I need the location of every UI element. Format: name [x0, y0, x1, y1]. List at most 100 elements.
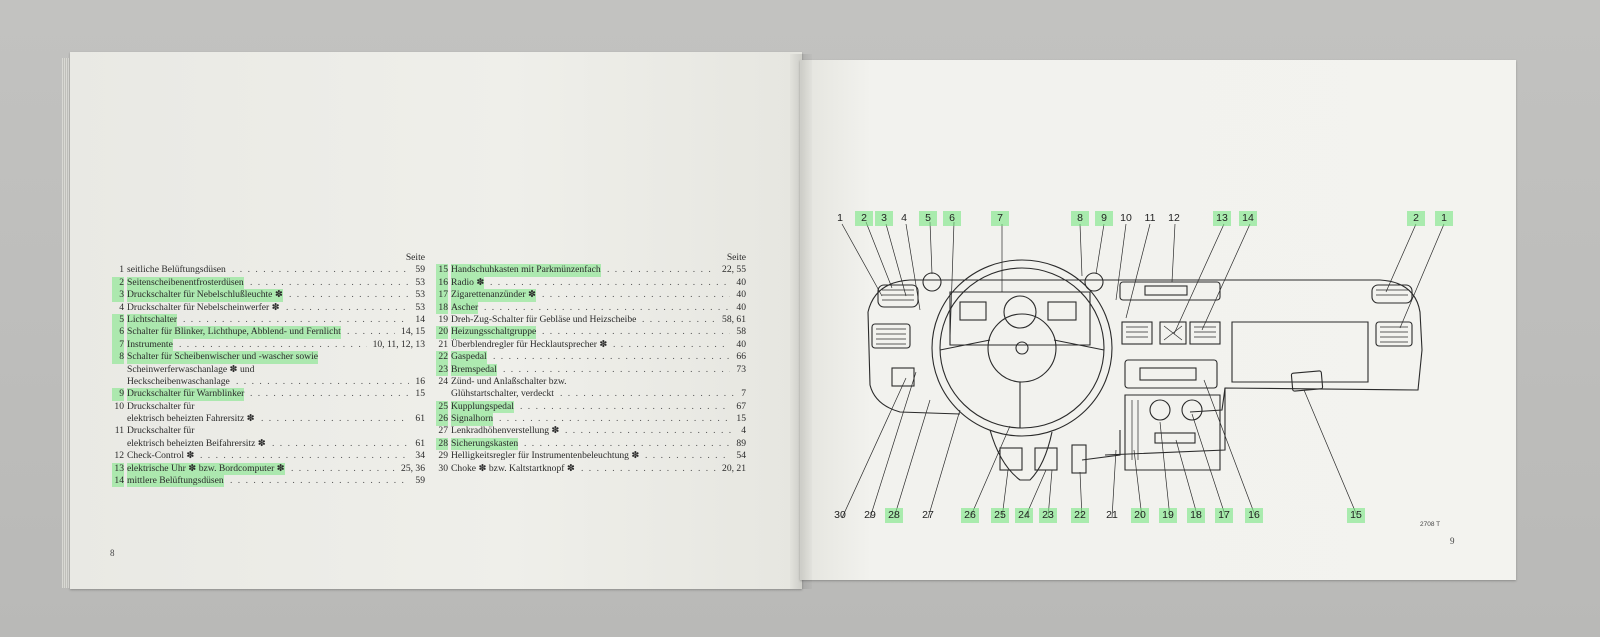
page-reference: 53 — [415, 301, 425, 313]
item-number: 24 — [438, 375, 448, 387]
item-number: 13 — [112, 462, 124, 476]
page-reference: 40 — [736, 276, 746, 288]
page-reference: 10, 11, 12, 13 — [372, 338, 425, 350]
leader-dots: . . . . . . . . . . . . . . . . . . . . … — [645, 450, 730, 462]
page-number-left: 8 — [110, 548, 115, 558]
leader-dots: . . . . . . . . . . . . . . . . . . . . … — [581, 462, 716, 474]
leader-dots: . . . . . . . . . . . . . . . . . . . . … — [179, 338, 367, 350]
item-label: Druckschalter für Nebelscheinwerfer ✽ — [127, 301, 280, 313]
item-number: 15 — [436, 264, 448, 277]
item-number: 22 — [436, 351, 448, 364]
callout-label: 14 — [1239, 211, 1257, 226]
callout-label: 7 — [991, 211, 1009, 226]
legend-row: Glühstartschalter, verdeckt . . . . . . .… — [436, 388, 746, 400]
item-number: 17 — [436, 289, 448, 302]
item-label: Signalhorn — [451, 413, 494, 426]
leader-dots: . . . . . . . . . . . . . . . . . . . . … — [232, 264, 409, 276]
callout-label: 30 — [834, 509, 846, 521]
item-label: Helligkeitsregler für Instrumentenbeleuc… — [451, 450, 640, 462]
item-number: 10 — [114, 400, 124, 412]
callout-label: 10 — [1120, 212, 1132, 224]
leader-dots: . . . . . . . . . . . . . . . . . . . . … — [542, 289, 730, 301]
item-label: Kupplungspedal — [451, 400, 514, 414]
callout-label: 2 — [1407, 211, 1425, 226]
page-reference: 40 — [736, 338, 746, 350]
callout-label: 15 — [1347, 508, 1365, 523]
page-reference: 61 — [415, 413, 425, 425]
page-reference: 53 — [415, 276, 425, 288]
legend-row: elektrisch beheizten Beifahrersitz ✽ . . … — [112, 438, 425, 450]
page-reference: 22, 55 — [722, 264, 746, 276]
page-reference: 54 — [736, 450, 746, 462]
leader-dots: . . . . . . . . . . . . . . . . . . . . … — [560, 388, 735, 400]
legend-row: elektrisch beheizten Fahrersitz ✽. . . .… — [112, 413, 425, 425]
page-reference: 20, 21 — [722, 462, 746, 474]
leader-dots: . . . . . . . . . . . . . . . . . . . . … — [607, 264, 716, 276]
callout-label: 4 — [901, 212, 907, 224]
callout-label: 12 — [1168, 212, 1180, 224]
callout-label: 24 — [1015, 508, 1033, 523]
callout-label: 25 — [991, 508, 1009, 523]
leader-dots: . . . . . . . . . . . . . . . . . . . . … — [261, 413, 409, 425]
page-reference: 73 — [736, 363, 746, 375]
book-page-edges — [62, 58, 71, 588]
item-label: Bremspedal — [451, 363, 497, 376]
page-reference: 15 — [415, 388, 425, 400]
item-label: mittlere Belüftungsdüsen — [127, 475, 224, 488]
seite-header: Seite — [726, 252, 746, 263]
callout-label: 18 — [1187, 508, 1205, 523]
item-label: Druckschalter für — [127, 400, 195, 412]
leader-dots: . . . . . . . . . . . . . . . . . . . . … — [250, 276, 409, 288]
leader-dots: . . . . . . . . . . . . . . . . . . . . … — [183, 313, 409, 325]
callout-label: 23 — [1039, 508, 1057, 523]
leader-dots: . . . . . . . . . . . . . . . . . . . . … — [490, 276, 730, 288]
item-label: Heizungsschaltgruppe — [451, 326, 537, 339]
item-label: Choke ✽ bzw. Kaltstartknopf ✽ — [451, 462, 575, 474]
item-number: 2 — [112, 276, 124, 290]
callout-label: 8 — [1071, 211, 1089, 226]
item-label: Glühstartschalter, verdeckt — [451, 388, 554, 400]
item-label: Druckschalter für — [127, 425, 195, 437]
leader-dots: . . . . . . . . . . . . . . . . . . . . … — [484, 301, 730, 313]
leader-dots: . . . . . . . . . . . . . . . . . . . . … — [272, 437, 409, 449]
callout-label: 20 — [1131, 508, 1149, 523]
item-label: Zünd- und Anlaßschalter bzw. — [451, 375, 567, 387]
item-number: 7 — [112, 338, 124, 352]
seite-header: Seite — [405, 252, 425, 263]
leader-dots: . . . . . . . . . . . . . . . . . . . . … — [565, 425, 735, 437]
item-number: 16 — [436, 276, 448, 290]
leader-dots: . . . . . . . . . . . . . . . . . . . . … — [503, 363, 730, 375]
page-reference: 25, 36 — [401, 462, 425, 474]
item-number: 4 — [119, 301, 124, 313]
callout-label: 17 — [1215, 508, 1233, 523]
item-label: Lichtschalter — [127, 313, 178, 327]
item-label: elektrisch beheizten Beifahrersitz ✽ — [127, 437, 266, 449]
page-reference: 59 — [415, 264, 425, 276]
callout-label: 26 — [961, 508, 979, 523]
page-reference: 15 — [736, 413, 746, 425]
callout-label: 6 — [943, 211, 961, 226]
item-number: 27 — [438, 425, 448, 437]
leader-dots: . . . . . . . . . . . . . . . . . . . . … — [520, 400, 730, 412]
leader-dots: . . . . . . . . . . . . . . . . . . . . … — [493, 351, 730, 363]
callout-label: 27 — [922, 509, 934, 521]
callout-label: 13 — [1213, 211, 1231, 226]
item-number: 30 — [438, 462, 448, 474]
callout-label: 16 — [1245, 508, 1263, 523]
